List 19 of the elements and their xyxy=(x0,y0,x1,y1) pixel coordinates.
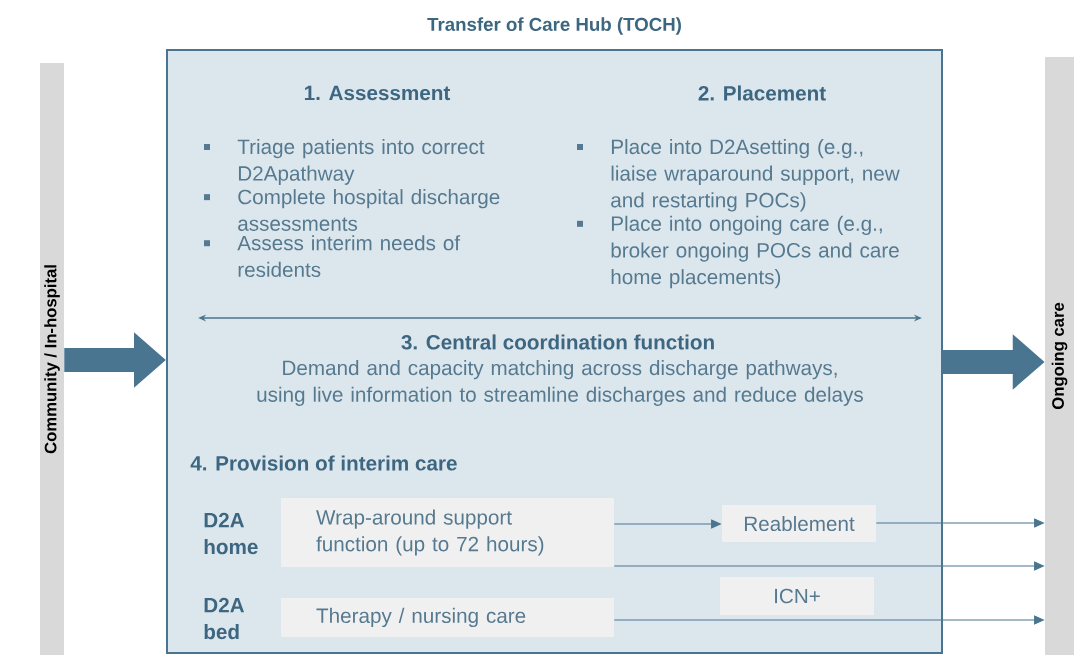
bullet-item: Assess interim needs of residents xyxy=(204,235,461,277)
process-box: ICN+ xyxy=(720,577,874,615)
section-heading: 1. Assessment xyxy=(304,85,451,101)
side-band: Ongoing care xyxy=(1045,57,1074,655)
section-heading: 4. Provision of interim care xyxy=(190,455,457,471)
process-box: Wrap-around support function (up to 72 hours) xyxy=(281,498,614,567)
row-label: D2A bed xyxy=(204,597,245,640)
process-box: Reablement xyxy=(722,505,876,542)
description-text: Demand and capacity matching across discharge pathways, using live information to streamline discharges and reduce delays xyxy=(257,360,863,406)
process-box: Therapy / nursing care xyxy=(281,598,614,637)
bullet-item: Place into D2Asetting (e.g., liaise wraparound support, new and restarting POCs) xyxy=(577,138,900,212)
section-heading: 3. Central coordination function xyxy=(401,334,714,350)
bullet-item: Triage patients into correct D2Apathway xyxy=(204,138,485,185)
section-heading: 2. Placement xyxy=(698,85,826,101)
row-label: D2A home xyxy=(204,512,258,555)
bullet-item: Complete hospital discharge assessments xyxy=(204,189,500,231)
side-band: Community / In-hospital xyxy=(40,63,64,655)
hub-title: Transfer of Care Hub (TOCH) xyxy=(427,17,681,35)
bullet-item: Place into ongoing care (e.g., broker ongoing POCs and care home placements) xyxy=(577,215,899,289)
